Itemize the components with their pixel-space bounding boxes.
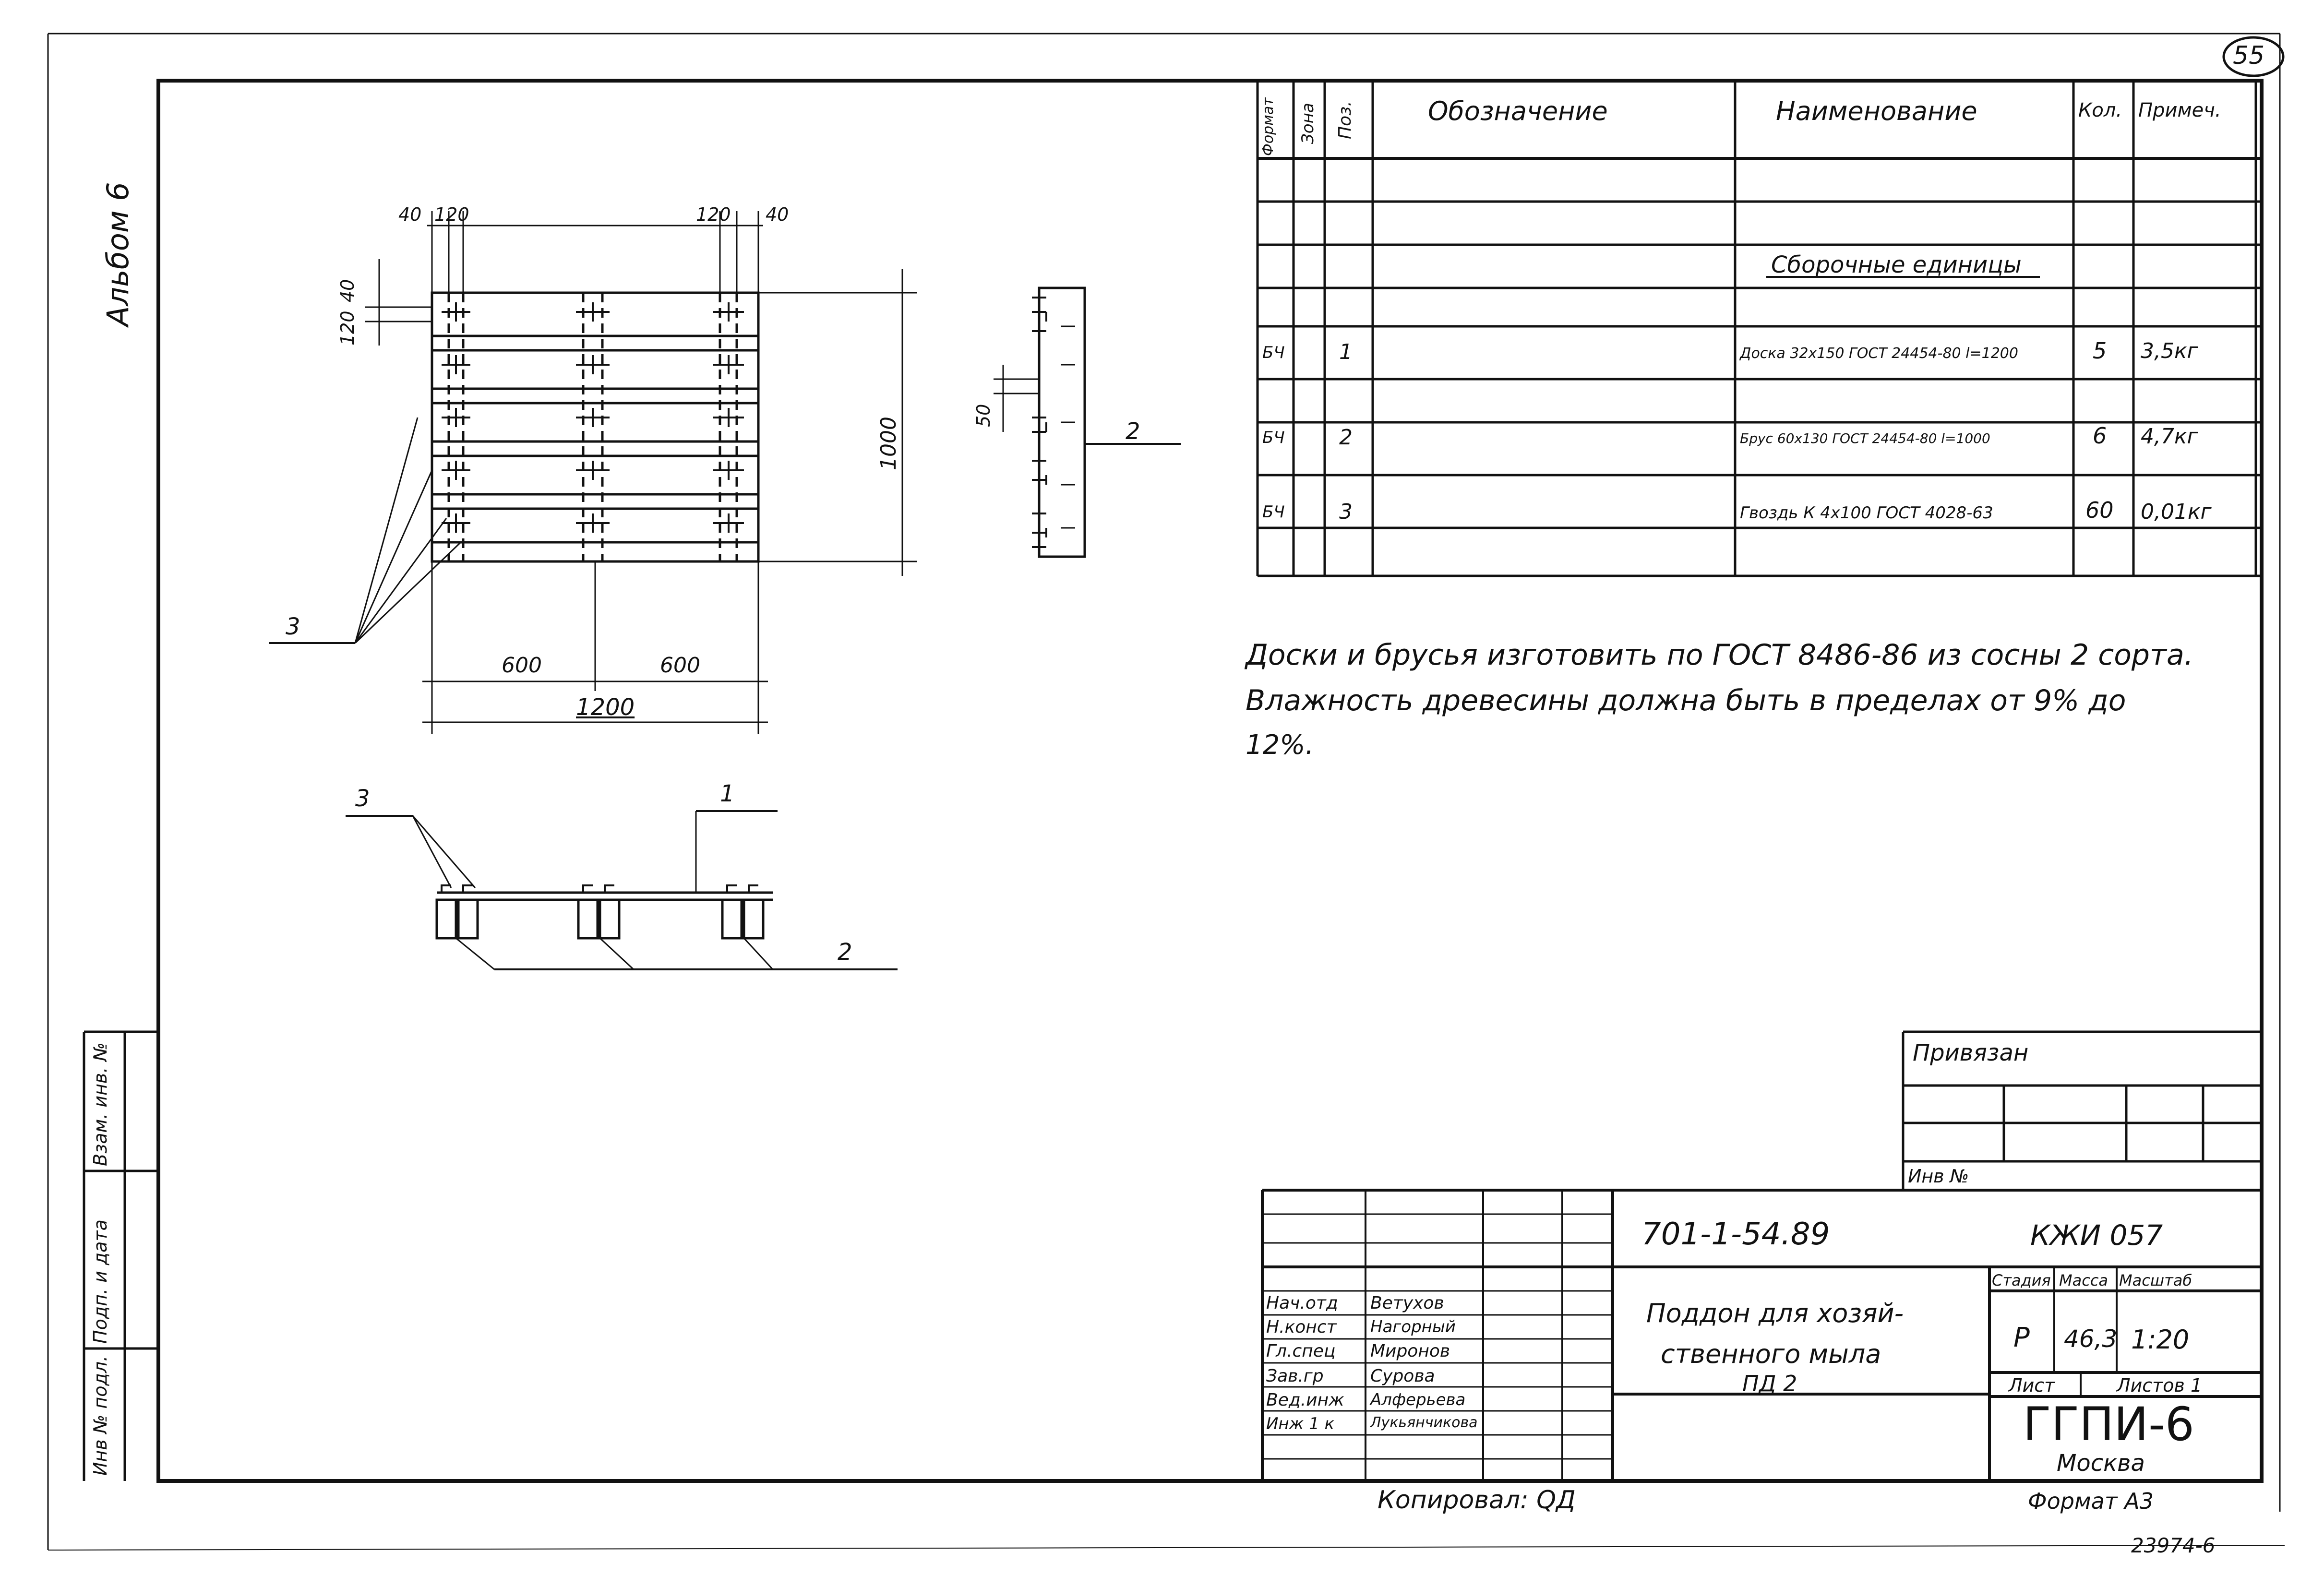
spec-row-2-qty: 6 [2093,423,2107,449]
dim-left-40: 40 [337,279,358,302]
role-4-name: Сурова [1370,1366,1435,1386]
side-stamp-inv-orig: Инв № подл. [90,1355,111,1476]
role-1-name: Ветухов [1370,1293,1444,1313]
album-label: Альбом 6 [100,182,135,326]
spec-row-1-note: 3,5кг [2141,339,2198,363]
side-stamp-replaced-inv: Взам. инв. № [90,1042,111,1166]
note-line-2: Влажность древесины должна быть в предел… [1246,684,2126,717]
spec-header-designation: Обозначение [1428,96,1608,126]
spec-header-note: Примеч. [2138,99,2221,121]
title-scale: 1:20 [2131,1324,2190,1355]
title-mass-label: Масса [2059,1271,2108,1289]
note-line-3: 12%. [1246,729,1314,761]
title-name-line-3: ПД 2 [1742,1371,1797,1396]
spec-row-3-format: БЧ [1262,502,1285,522]
dim-top-120-right: 120 [696,204,731,225]
title-sheets-label: Листов 1 [2117,1375,2203,1396]
title-stage-label: Стадия [1992,1271,2051,1289]
spec-row-3-qty: 60 [2085,497,2114,523]
role-5: Вед.инж [1266,1390,1344,1410]
role-6-name: Лукьянчикова [1370,1414,1478,1431]
title-org: ГГПИ-6 [2023,1397,2194,1451]
spec-row-3-name: Гвоздь К 4х100 ГОСТ 4028-63 [1740,503,1993,523]
dim-600-left: 600 [502,653,542,678]
dim-1200: 1200 [576,694,635,721]
note-line-1: Доски и брусья изготовить по ГОСТ 8486-8… [1246,638,2193,672]
title-mass: 46,3 [2064,1325,2118,1353]
spec-header-qty: Кол. [2078,99,2122,121]
spec-header-name: Наименование [1776,96,1977,126]
role-5-name: Алферьева [1370,1390,1466,1409]
title-mark: КЖИ 057 [2030,1219,2163,1252]
spec-row-1-format: БЧ [1262,343,1285,362]
copied-by: Копировал: QД [1378,1486,1576,1515]
page-number: 55 [2233,41,2265,70]
dim-1000: 1000 [876,417,901,470]
title-code: 701-1-54.89 [1641,1217,1830,1252]
role-2-name: Нагорный [1370,1317,1456,1336]
spec-header-format: Формат [1260,97,1277,156]
binding-title: Привязан [1913,1039,2029,1066]
spec-row-3-pos: 3 [1339,500,1353,524]
binding-inv: Инв № [1908,1166,1969,1187]
spec-section-title: Сборочные единицы [1771,251,2022,278]
role-3-name: Миронов [1370,1341,1450,1361]
dim-600-right: 600 [660,653,700,678]
role-4: Зав.гр [1266,1366,1324,1386]
spec-header-zone: Зона [1298,103,1318,144]
title-city: Москва [2057,1450,2145,1477]
title-sheet-label: Лист [2009,1375,2055,1396]
title-name-line-1: Поддон для хозяй- [1646,1298,1904,1328]
leader-label-1-front: 1 [720,780,735,807]
format-label: Формат А3 [2028,1488,2154,1514]
dim-50: 50 [973,404,994,427]
role-6: Инж 1 к [1266,1414,1335,1433]
spec-row-2-pos: 2 [1339,425,1353,450]
inventory-stamp: 23974-6 [2131,1534,2216,1557]
dim-top-40-left: 40 [398,204,422,225]
title-stage: Р [2013,1322,2030,1353]
leader-label-2-side: 2 [1126,418,1140,445]
dim-left-120: 120 [337,310,358,346]
role-1: Нач.отд [1266,1293,1338,1313]
spec-row-2-name: Брус 60х130 ГОСТ 24454-80 l=1000 [1740,430,1990,446]
leader-label-3-plan: 3 [286,613,300,640]
dim-top-40-right: 40 [766,204,789,225]
spec-header-pos: Поз. [1335,101,1355,139]
spec-row-1-name: Доска 32х150 ГОСТ 24454-80 l=1200 [1740,345,2018,362]
spec-row-1-pos: 1 [1339,340,1353,364]
role-2: Н.конст [1266,1317,1337,1337]
spec-row-3-note: 0,01кг [2141,500,2212,524]
spec-row-2-format: БЧ [1262,428,1285,447]
side-stamp-signature-date: Подп. и дата [90,1219,111,1344]
dim-top-120-left: 120 [434,204,469,225]
leader-label-2-front: 2 [838,939,852,966]
spec-row-1-qty: 5 [2093,338,2107,364]
title-scale-label: Масштаб [2119,1271,2192,1289]
spec-row-2-note: 4,7кг [2141,424,2198,449]
leader-label-3-front: 3 [355,785,370,812]
role-3: Гл.спец [1266,1341,1336,1361]
title-name-line-2: ственного мыла [1661,1339,1881,1369]
